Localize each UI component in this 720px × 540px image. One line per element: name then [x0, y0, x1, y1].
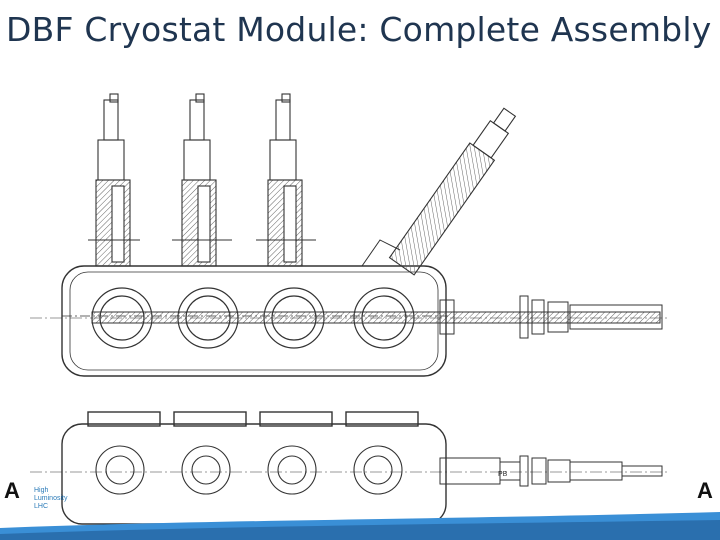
logo-line-2: Luminosity [34, 495, 68, 502]
logo-line-3: LHC [34, 503, 49, 510]
small-drawing-label: PB [498, 471, 508, 478]
section-marker-left: A [4, 478, 20, 503]
logo-text: High Luminosity LHC [34, 487, 67, 511]
footer-wave [0, 512, 720, 540]
logo-line-1: High [34, 487, 49, 494]
section-marker-right: A [697, 478, 713, 503]
lower-ports [95, 445, 403, 495]
upper-couplers [88, 93, 316, 267]
slide-title: DBF Cryostat Module: Complete Assembly [6, 10, 712, 49]
lower-cryostat-vessel [30, 411, 668, 525]
upper-beam-pipe [30, 295, 668, 339]
lower-beam-pipe [439, 455, 663, 487]
angled-coupler [388, 107, 517, 276]
